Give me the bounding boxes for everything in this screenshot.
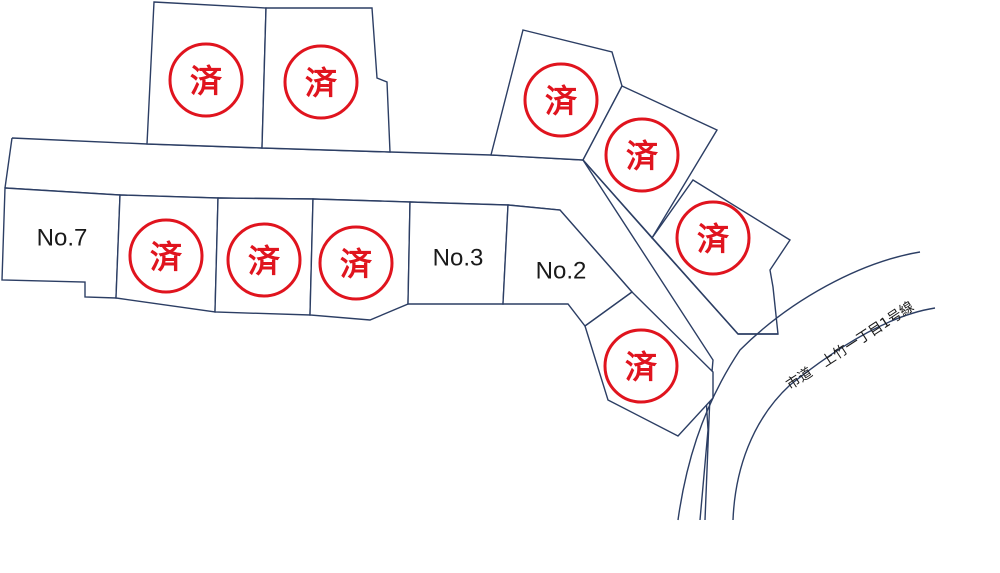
- sold-stamp: 済: [603, 328, 679, 404]
- lot-label-no2: No.2: [536, 258, 587, 285]
- sold-stamp-text: 済: [248, 242, 281, 280]
- lot-bottom-right[interactable]: [584, 291, 714, 437]
- sold-stamp-ring: [226, 222, 302, 298]
- sold-stamp-text: 済: [626, 137, 659, 175]
- lot-label-no3: No.3: [433, 245, 484, 272]
- lot-label-no7: No.7: [37, 225, 88, 252]
- sold-stamp-text: 済: [190, 62, 223, 100]
- sold-stamps: 済済済済済済済済済: [128, 42, 751, 404]
- sold-stamp-ring: [168, 42, 244, 118]
- sold-stamp-text: 済: [150, 238, 183, 276]
- sold-stamp-ring: [604, 117, 680, 193]
- sold-stamp: 済: [226, 222, 302, 298]
- sold-stamp: 済: [128, 218, 204, 294]
- sold-stamp: 済: [604, 117, 680, 193]
- sold-stamp: 済: [675, 200, 751, 276]
- sold-stamp-ring: [603, 328, 679, 404]
- sold-stamp-text: 済: [340, 245, 373, 283]
- sold-stamp: 済: [283, 44, 359, 120]
- sold-stamp-ring: [283, 44, 359, 120]
- lot-top-second[interactable]: [261, 7, 391, 153]
- sold-stamp-ring: [675, 200, 751, 276]
- lot-row-4[interactable]: [309, 198, 411, 321]
- sold-stamp-text: 済: [625, 348, 658, 386]
- sold-stamp-ring: [318, 225, 394, 301]
- sold-stamp-text: 済: [697, 220, 730, 258]
- municipal-road-name: 市道 上竹一丁目1号線: [783, 298, 917, 393]
- sold-stamp: 済: [168, 42, 244, 118]
- sold-stamp-text: 済: [545, 82, 578, 120]
- sold-stamp: 済: [318, 225, 394, 301]
- municipal-road-east-edge: [732, 307, 936, 521]
- sold-stamp: 済: [523, 62, 599, 138]
- sold-stamp-ring: [128, 218, 204, 294]
- sold-stamp-text: 済: [305, 64, 338, 102]
- sold-stamp-ring: [523, 62, 599, 138]
- municipal-road-west-edge: [677, 251, 921, 521]
